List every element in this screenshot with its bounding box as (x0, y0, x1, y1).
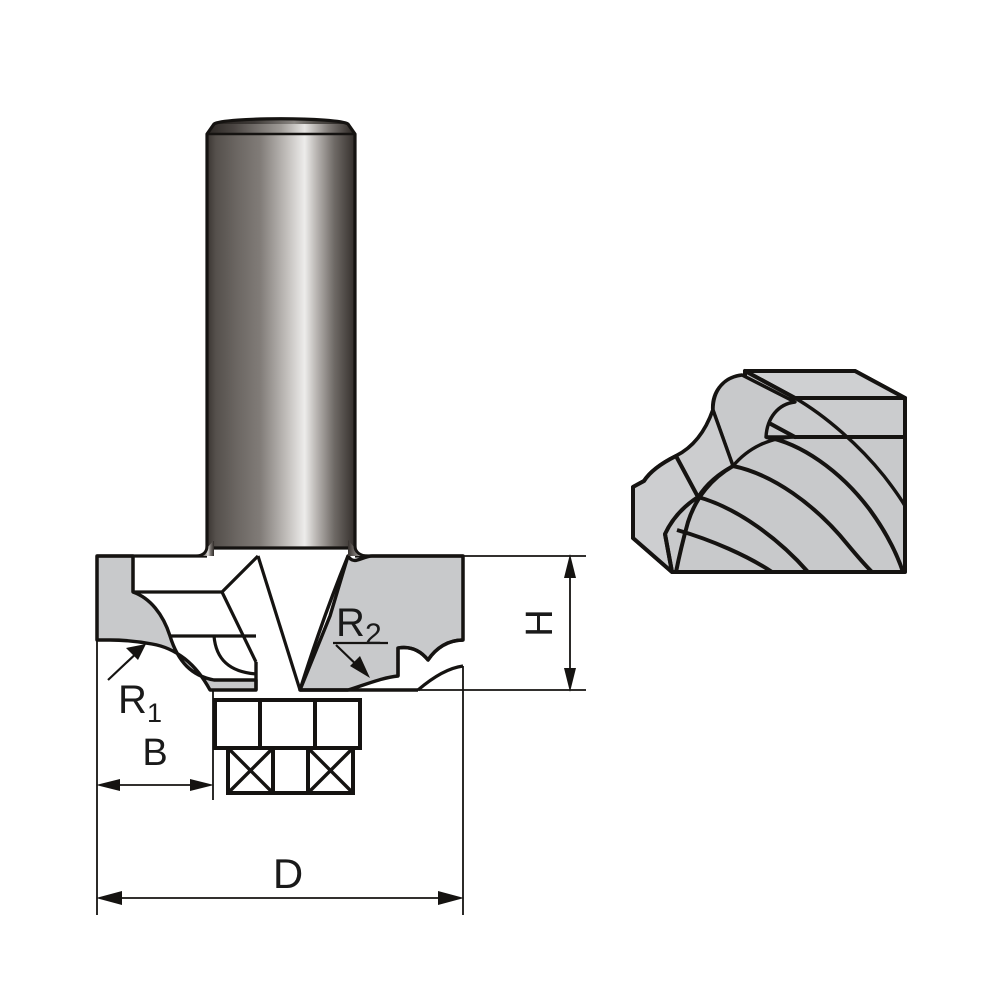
guide-bearing-assembly (213, 698, 362, 795)
shank-flare-right (348, 540, 368, 556)
shank-fillet-left-line (195, 545, 209, 558)
shank-fillet-right-line (353, 545, 369, 558)
bearing-upper-cell-right (313, 698, 362, 750)
r2-arrow-icon (350, 656, 370, 678)
left-cove-relief-line (212, 635, 257, 676)
right-cove-edge (396, 638, 464, 676)
dimension-label-R1-subscript: 1 (147, 698, 162, 728)
b-arrow-left-icon (96, 779, 120, 791)
h-arrow-top-icon (564, 554, 576, 578)
router-bit-shank (205, 117, 357, 550)
dimension-label-R1: R (118, 678, 147, 722)
cutter-bottom-right-curve (416, 664, 464, 692)
d-arrow-right-icon (438, 891, 464, 905)
dimension-label-R2: R (336, 601, 365, 645)
wood-grain-line-2 (732, 464, 874, 574)
wood-grain-line-4 (676, 528, 774, 574)
shank-chamfer (207, 124, 355, 134)
shank-barrel (207, 134, 355, 548)
h-arrow-bottom-icon (564, 668, 576, 692)
wood-sample-cove-arc (674, 464, 734, 573)
dimension-label-H: H (519, 609, 561, 636)
bearing-lower-cell-center (271, 746, 310, 795)
center-facet-line (256, 555, 302, 691)
wood-sample-left-corner-line (663, 533, 674, 573)
cutter-body (95, 540, 465, 692)
bearing-upper-cell-center (258, 698, 317, 750)
shank-outline (205, 117, 357, 550)
r1-arrow-icon (126, 644, 146, 660)
wood-grain-line-1 (765, 435, 905, 573)
dimension-R1: R 1 (107, 644, 162, 728)
dimension-R2: R 2 (333, 601, 388, 678)
bearing-upper-cell-left (213, 698, 262, 750)
flute-leading-edge (298, 555, 350, 691)
wood-sample-bullnose-surface (711, 373, 797, 468)
dimension-label-R2-subscript: 2 (365, 618, 382, 651)
dimension-D: D (96, 666, 464, 915)
dimension-label-B: B (142, 732, 167, 774)
d-arrow-left-icon (96, 891, 122, 905)
left-facet-line-3 (220, 591, 258, 663)
wood-grain-line-3 (697, 495, 810, 574)
dimension-B: B (96, 640, 214, 915)
dimension-H: H (418, 554, 586, 692)
bearing-cross-left-icon (226, 746, 275, 795)
wood-grain-line-5 (794, 396, 907, 507)
dimension-label-D: D (273, 850, 303, 897)
bearing-cross-right-icon (306, 746, 355, 795)
b-arrow-right-icon (190, 779, 214, 791)
machined-wood-profile-sample (631, 369, 907, 574)
shank-flare-left (196, 540, 214, 556)
